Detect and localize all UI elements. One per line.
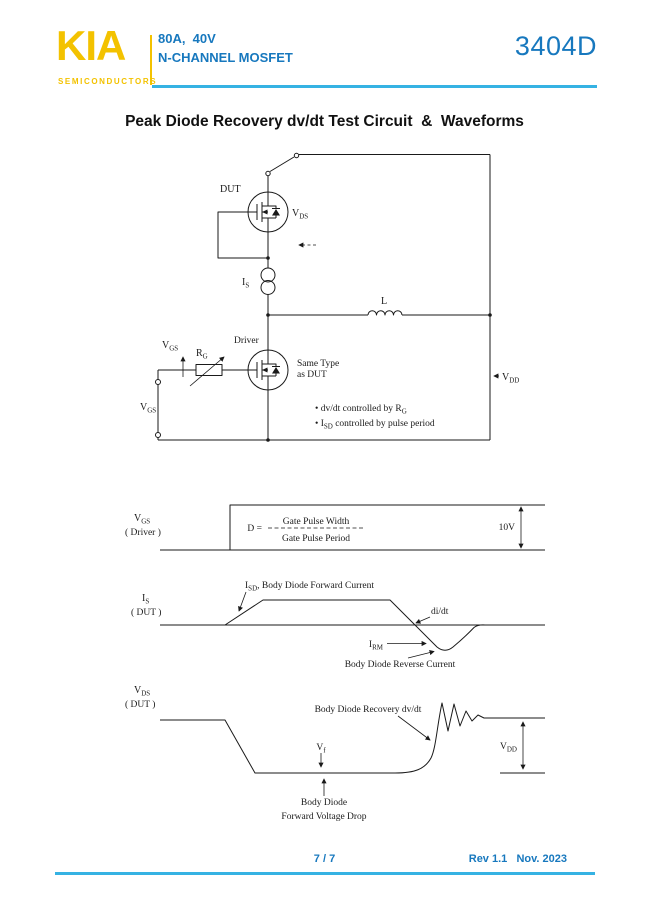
part-number: 3404D (514, 31, 597, 61)
w3-vf-label: Vf (316, 743, 326, 755)
dut-mosfet-symbol (247, 191, 289, 233)
inductor (266, 310, 492, 317)
w2-didt-label: di/dt (431, 607, 449, 617)
note-dvdt: • dv/dt controlled by RG (315, 404, 407, 416)
same-type-label-1: Same Type (297, 359, 339, 369)
kia-logo: KIA (56, 22, 126, 69)
vgs-bottom-label: VGS (140, 402, 156, 415)
vgs-source-terminals (155, 356, 186, 440)
device-type: N-CHANNEL MOSFET (158, 50, 293, 65)
is-label: IS (242, 277, 249, 290)
logo-divider (150, 35, 152, 85)
w2-didt-leader (415, 616, 431, 624)
waveform-is-dut: IS ( DUT ) ISD, Body Diode Forward Curre… (131, 581, 545, 670)
vdd-label: VDD (502, 372, 519, 385)
dut-gate-source-wire (217, 211, 268, 259)
same-type-label-2: as DUT (297, 370, 327, 380)
w3-drop-label-1: Body Diode (301, 798, 347, 808)
inductor-label: L (381, 296, 387, 307)
w3-label: VDS (134, 685, 150, 698)
w3-sublabel: ( DUT ) (125, 699, 155, 710)
w3-recovery-leader (397, 715, 431, 741)
w3-trace (160, 702, 545, 774)
vgs-top-label: VGS (162, 340, 178, 353)
w1-label: VGS (134, 513, 150, 526)
w1-duty-equation: D = (247, 524, 262, 534)
kia-logo-subtitle: SEMICONDUCTORS (58, 77, 158, 86)
w2-sublabel: ( DUT ) (131, 607, 161, 618)
w1-pulse (229, 504, 545, 550)
w2-forward-leader (238, 591, 247, 612)
w2-label: IS (142, 593, 149, 606)
w1-denominator: Gate Pulse Period (282, 534, 350, 544)
w1-numerator: Gate Pulse Width (283, 517, 350, 527)
w2-reverse-current-label: Body Diode Reverse Current (345, 660, 456, 670)
current-source-is (260, 232, 276, 315)
dut-label: DUT (220, 184, 241, 195)
rg-resistor (158, 356, 248, 387)
waveform-diagram: VGS ( Driver ) D = Gate Pulse Width Gate… (125, 504, 545, 822)
w1-amplitude-label: 10V (499, 523, 516, 533)
w2-forward-current-label: ISD, Body Diode Forward Current (245, 581, 374, 593)
note-isd: • ISD controlled by pulse period (315, 419, 435, 431)
w3-drop-label-2: Forward Voltage Drop (281, 812, 366, 822)
w2-irm-label: IRM (369, 640, 384, 652)
test-circuit-diagram: DUT VDS VDD IS (140, 152, 519, 442)
revision-info: Rev 1.1 Nov. 2023 (468, 853, 567, 865)
w3-vdd-label: VDD (500, 742, 517, 754)
waveform-vgs-driver: VGS ( Driver ) D = Gate Pulse Width Gate… (125, 504, 545, 551)
waveform-vds-dut: VDS ( DUT ) Body Diode Recovery dv/dt Vf… (125, 685, 545, 822)
rg-label: RG (196, 348, 208, 361)
vds-label: VDS (292, 208, 308, 221)
top-switch (265, 152, 490, 192)
page-number: 7 / 7 (313, 853, 336, 865)
w2-trace (224, 599, 486, 651)
driver-mosfet-symbol (247, 315, 289, 442)
driver-label: Driver (234, 336, 260, 346)
w2-reverse-leader (407, 650, 435, 659)
page-title: Peak Diode Recovery dv/dt Test Circuit &… (125, 113, 524, 130)
vdd-rail (489, 154, 499, 440)
footer-rule (55, 872, 595, 875)
header-rule (152, 85, 597, 88)
device-rating: 80A, 40V (158, 31, 216, 46)
w3-recovery-label: Body Diode Recovery dv/dt (315, 705, 422, 715)
w1-sublabel: ( Driver ) (125, 527, 161, 538)
